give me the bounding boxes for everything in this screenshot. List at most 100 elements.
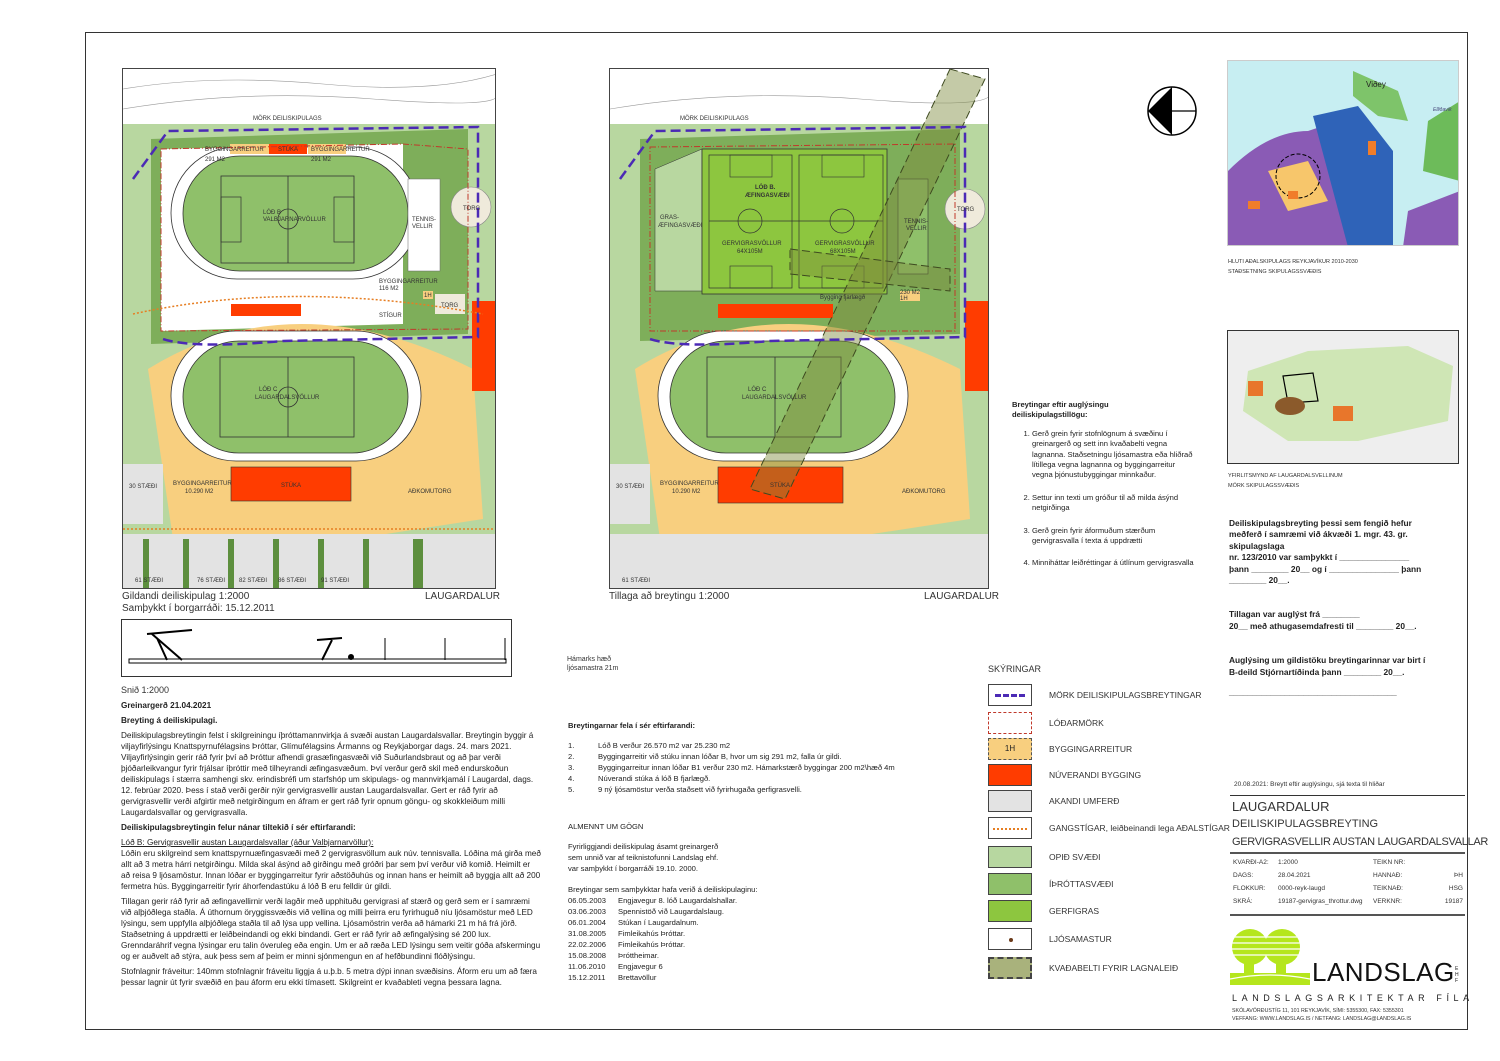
section-title: Snið 1:2000 [121, 685, 170, 695]
report-heading: Deiliskipulagsbreytingin felur nánar til… [121, 823, 356, 832]
approval-line: B-deild Stjórnartíðinda þann ________ 20… [1229, 666, 1405, 677]
after-ad-heading: deiliskipulagstillögu: [1012, 410, 1088, 420]
map-label: LÓÐ C [259, 386, 278, 393]
legend-item: LÓÐARMÖRK [988, 710, 1259, 736]
after-ad-item: Settur inn texti um gróður til að milda … [1032, 493, 1197, 514]
caption-line: YFIRLITSMYND AF LAUGARDALSVELLINUM [1228, 473, 1343, 479]
map-label: 86 STÆÐI [278, 578, 306, 584]
map-label: 1H [424, 293, 432, 299]
proposed-plan-caption: Tillaga að breytingu 1:2000 [609, 591, 730, 602]
approved-text: Stúkan í Laugardalnum. [618, 918, 699, 927]
logo-name: LANDSLAG [1312, 957, 1455, 987]
report-paragraph: Deiliskipulagsbreytingin felst í skilgre… [121, 731, 534, 817]
legend-label: GANGSTÍGAR, leiðbeinandi lega AÐALSTÍGAR [1049, 822, 1230, 833]
legend-label: LÓÐARMÖRK [1049, 717, 1104, 728]
map-label: 30 STÆÐI [129, 484, 157, 490]
legend-label: BYGGINGARREITUR [1049, 743, 1133, 754]
approval-block: Deiliskipulagsbreyting þessi sem fengið … [1229, 518, 1469, 698]
project-title: LAUGARDALUR [1232, 799, 1330, 814]
map-label: Bygging fjarlægð [820, 294, 866, 301]
project-name: GERVIGRASVELLIR AUSTAN LAUGARDALSVALLAR [1232, 836, 1489, 848]
field-value: 28.04.2021 [1278, 872, 1311, 879]
city-plan-caption: HLUTI AÐALSKIPULAGS REYKJAVÍKUR 2010-203… [1228, 257, 1358, 277]
legend-swatch [988, 764, 1032, 786]
map-label: 68X105M [830, 249, 856, 255]
legend-label: NÚVERANDI BYGGING [1049, 769, 1142, 780]
map-label: 91 STÆÐI [321, 578, 349, 584]
map-label: STÚKA [281, 482, 301, 489]
existing-plan-caption: Gildandi deiliskipulag 1:2000 [122, 591, 250, 602]
changes-heading: Breytingarnar fela í sér eftirfarandi: [568, 721, 696, 730]
legend-swatch [988, 817, 1032, 839]
map-label: 64X105M [737, 249, 763, 255]
change-text: 9 ný ljósamöstur verða staðsett við fyri… [598, 785, 802, 794]
change-text: Núverandi stúka á lóð B fjarlægð. [598, 774, 711, 783]
map-label: TORG [441, 303, 459, 309]
map-label: LÓÐ B [263, 209, 281, 216]
section-note-line: ljósamastra 21m [567, 665, 619, 672]
map-label: GERVIGRASVÖLLUR [722, 240, 782, 247]
field-value: 1:2000 [1278, 859, 1298, 866]
map-label: 1H [900, 296, 908, 302]
after-ad-heading: Breytingar eftir auglýsingu [1012, 400, 1109, 409]
map-label: VELLIR [906, 226, 927, 232]
general-line: Fyrirliggjandi deiliskipulag ásamt grein… [568, 842, 719, 851]
report-heading: Greinargerð 21.04.2021 [121, 701, 212, 710]
approved-text: Spennistöð við Laugardalslaug. [618, 907, 724, 916]
legend-swatch [988, 790, 1032, 812]
legend-label: ÍÞRÓTTASVÆÐI [1049, 878, 1114, 889]
approval-line: ________ 20__. [1229, 575, 1290, 586]
field-key: SKRÁ: [1233, 898, 1253, 905]
map-label: VALBJARNARVÖLLUR [263, 216, 326, 223]
map-label: 61 STÆÐI [622, 578, 650, 584]
approved-text: Engjavegur 6 [618, 962, 663, 971]
field-value: 19187 [1444, 898, 1463, 905]
map-label: 30 STÆÐI [616, 484, 644, 490]
change-text: Lóð B verður 26.570 m2 var 25.230 m2 [598, 741, 731, 750]
approval-line: nr. 123/2010 var samþykkt í ____________… [1229, 552, 1410, 563]
field-value: 0000-reyk-laugd [1278, 885, 1325, 892]
map-label: 10.290 M2 [185, 489, 214, 495]
change-text: Byggingarreitir við stúku innan lóðar B,… [598, 752, 842, 761]
city-plan-map: Viðey Elliðavík [1227, 60, 1459, 246]
map-label: Viðey [1366, 80, 1386, 89]
approved-date: 06.01.2004 [568, 918, 607, 927]
approved-date: 22.02.2006 [568, 940, 607, 949]
legend-item: ÍÞRÓTTASVÆÐI [988, 871, 1259, 897]
change-item: 3.Byggingarreitur innan lóðar B1 verður … [568, 762, 968, 773]
legend-swatch [988, 900, 1032, 922]
after-ad-changes: Breytingar eftir auglýsingu deiliskipula… [1012, 400, 1197, 581]
map-label: 116 M2 [379, 286, 399, 292]
map-label: LAUGARDALSVÖLLUR [255, 394, 320, 401]
drawing-frame [85, 32, 1468, 1030]
map-label: AÐKOMUTORG [408, 489, 452, 495]
map-label: Elliðavík [1433, 107, 1452, 113]
change-item: 2.Byggingarreitir við stúku innan lóðar … [568, 751, 968, 762]
report-paragraph: Lóðin eru skilgreind sem knattspyrnuæfin… [121, 849, 541, 891]
map-label: GRAS- [660, 215, 679, 221]
approval-line: 20__ með athugasemdafresti til ________ … [1229, 620, 1417, 631]
existing-plan-drawing: MÖRK DEILISKIPULAGS BYGGINGARREITUR 291 … [123, 69, 495, 588]
map-label: VELLIR [412, 224, 433, 230]
legend-label: MÖRK DEILISKIPULAGSBREYTINGAR [1049, 689, 1202, 700]
field-key: TEIKNAÐ: [1373, 885, 1403, 892]
company-contact: VEFFANG: WWW.LANDSLAG.IS / NETFANG: LAND… [1232, 1016, 1412, 1022]
field-key: HANNAÐ: [1373, 872, 1403, 879]
map-label: STÚKA [278, 146, 298, 153]
proposed-plan-map: MÖRK DEILISKIPULAGS LÓÐ B. ÆFINGASVÆÐI G… [609, 68, 989, 589]
approved-item: 06.01.2004 Stúkan í Laugardalnum. [568, 917, 968, 928]
map-label: 61 STÆÐI [135, 578, 163, 584]
approval-line: meðferð í samræmi við ákvæði 1. mgr. 43.… [1229, 529, 1408, 540]
legend-swatch [988, 873, 1032, 895]
revision-note: 20.08.2021: Breytt eftir auglýsingu, sjá… [1234, 781, 1385, 788]
after-ad-item: Gerð grein fyrir stofnlögnum á svæðinu í… [1032, 429, 1197, 481]
map-label: 82 STÆÐI [239, 578, 267, 584]
after-ad-list: Gerð grein fyrir stofnlögnum á svæðinu í… [1012, 429, 1197, 569]
